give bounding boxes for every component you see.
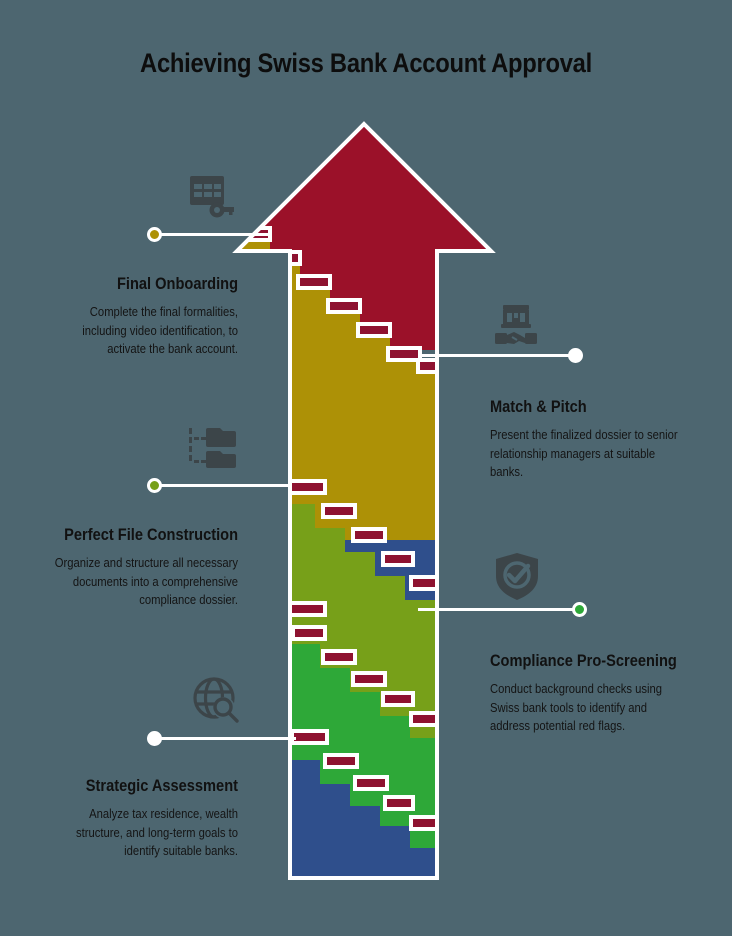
step-body-strategic-assessment: Analyze tax residence, wealth structure,… xyxy=(76,807,238,858)
step-heading-strategic-assessment: Strategic Assessment xyxy=(85,776,238,795)
globe-search-icon-box xyxy=(187,671,245,729)
step-body-perfect-file-construction: Organize and structure all necessary doc… xyxy=(54,556,238,607)
step-perfect-file-construction: Perfect File Construction Organize and s… xyxy=(28,525,238,610)
bank-handshake-icon-box xyxy=(487,296,545,354)
step-body-compliance-pre-screening: Conduct background checks using Swiss ba… xyxy=(490,682,662,733)
connector-dot-match-and-pitch xyxy=(568,348,583,363)
step-body-final-onboarding: Complete the final formalities, includin… xyxy=(82,305,238,356)
step-body-match-and-pitch: Present the finalized dossier to senior … xyxy=(490,428,678,479)
folder-tree-icon xyxy=(189,428,236,468)
connector-line-strategic xyxy=(160,737,296,740)
step-compliance-pre-screening: Compliance Pro-Screening Conduct backgro… xyxy=(490,651,700,736)
globe-search-icon xyxy=(193,677,239,723)
step-heading-perfect-file-construction: Perfect File Construction xyxy=(64,525,238,544)
shield-check-icon-box xyxy=(488,546,546,604)
step-heading-final-onboarding: Final Onboarding xyxy=(116,274,238,293)
form-key-icon-box xyxy=(182,166,240,224)
bank-handshake-icon xyxy=(495,305,537,344)
form-key-icon xyxy=(190,176,234,218)
connector-line-final-onboarding xyxy=(160,233,272,236)
connector-line-match-and-pitch xyxy=(418,354,574,357)
connector-dot-perfect-file xyxy=(147,478,162,493)
folder-tree-icon-box xyxy=(183,417,241,475)
shield-check-icon xyxy=(496,553,538,600)
step-match-and-pitch: Match & Pitch Present the finalized doss… xyxy=(490,397,700,482)
connector-line-perfect-file xyxy=(160,484,292,487)
step-heading-compliance-pre-screening: Compliance Pro-Screening xyxy=(490,651,677,670)
page-title: Achieving Swiss Bank Account Approval xyxy=(140,48,592,78)
connector-line-compliance xyxy=(418,608,578,611)
step-strategic-assessment: Strategic Assessment Analyze tax residen… xyxy=(28,776,238,861)
connector-dot-final-onboarding xyxy=(147,227,162,242)
connector-dot-compliance xyxy=(572,602,587,617)
connector-dot-strategic xyxy=(147,731,162,746)
step-final-onboarding: Final Onboarding Complete the final form… xyxy=(28,274,238,359)
step-heading-match-and-pitch: Match & Pitch xyxy=(490,397,587,416)
